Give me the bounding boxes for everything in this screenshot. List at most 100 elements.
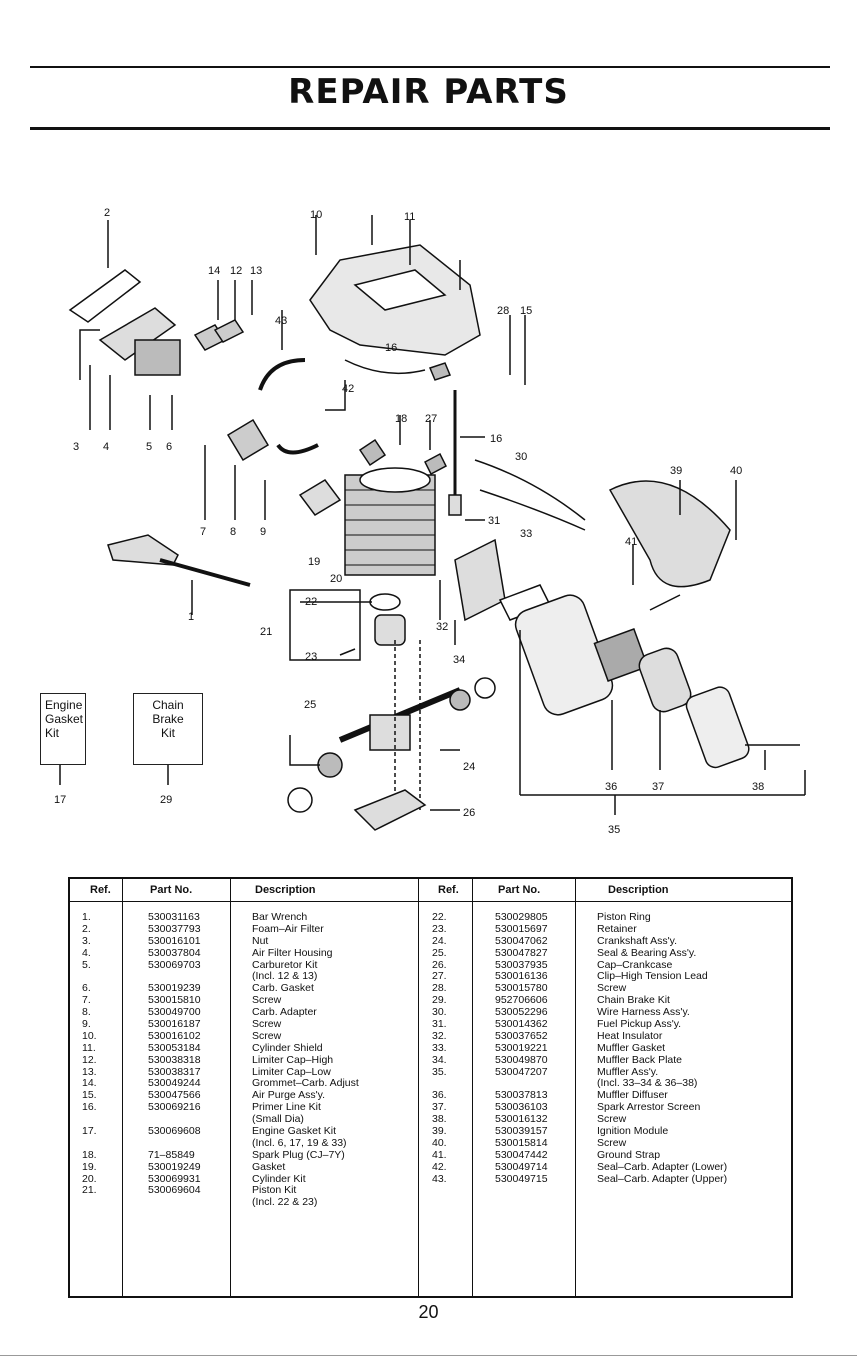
- table-cell-part: 530016102: [148, 1029, 201, 1042]
- callout-label: 16: [385, 342, 397, 354]
- callout-label: 12: [230, 265, 242, 277]
- parts-table: Ref. Part No. Description Ref. Part No. …: [68, 877, 793, 1298]
- table-cell-ref: 1.: [82, 911, 91, 923]
- table-cell-part: 530049870: [495, 1053, 548, 1066]
- right-ref-column: 22.23.24.25.26.27.28.29.30.31.32.33.34.3…: [432, 911, 447, 1185]
- callout-label: 7: [200, 526, 206, 538]
- table-cell-part: 530016101: [148, 934, 201, 947]
- table-cell-part: 530015814: [495, 1136, 548, 1149]
- table-cell-ref: 19.: [82, 1160, 97, 1173]
- bottom-rule: [0, 1355, 857, 1356]
- exploded-parts-diagram: 2 10 11 14 12 13 43 28 15 16 42 18 27 16…: [0, 190, 857, 850]
- table-cell-part: 530037793: [148, 922, 201, 935]
- chain-brake-kit-box: Chain Brake Kit: [133, 693, 203, 765]
- table-cell-part: 530047442: [495, 1148, 548, 1161]
- part-number-header: Part No.: [150, 884, 193, 896]
- table-cell-part: 530047827: [495, 946, 548, 959]
- table-cell-ref: 14.: [82, 1077, 97, 1090]
- callout-label: 18: [395, 413, 407, 425]
- table-cell-desc: Cylinder Kit: [252, 1172, 306, 1185]
- table-cell-ref: 5.: [82, 958, 91, 971]
- top-rule-1: [30, 66, 830, 68]
- table-cell-ref: 42.: [432, 1160, 447, 1173]
- table-cell-ref: 7.: [82, 994, 91, 1007]
- table-cell-part: 530037813: [495, 1089, 548, 1102]
- table-cell-ref: 2.: [82, 922, 91, 935]
- table-cell-desc: Fuel Pickup Ass'y.: [597, 1018, 682, 1031]
- callout-label: 40: [730, 465, 742, 477]
- description-header: Description: [608, 884, 669, 896]
- table-cell-part: 530047062: [495, 934, 548, 947]
- table-cell-part: 530015697: [495, 922, 548, 935]
- callout-label: 8: [230, 526, 236, 538]
- table-cell-ref: 15.: [82, 1089, 97, 1102]
- table-cell-part: 530039157: [495, 1125, 548, 1138]
- table-cell-desc: Engine Gasket Kit: [252, 1125, 337, 1138]
- table-cell-part: 530019249: [148, 1160, 201, 1173]
- table-cell-ref: 33.: [432, 1041, 447, 1054]
- table-cell-desc: Carb. Gasket: [252, 982, 314, 995]
- table-cell-ref: 28.: [432, 982, 447, 995]
- table-cell-part: 530037804: [148, 946, 201, 959]
- table-cell-desc: Seal–Carb. Adapter (Upper): [597, 1172, 728, 1185]
- table-cell-ref: 12.: [82, 1053, 97, 1066]
- callout-label: 23: [305, 651, 317, 663]
- table-cell-desc: Limiter Cap–Low: [252, 1065, 331, 1078]
- table-cell-part: 71–85849: [148, 1148, 195, 1161]
- callout-label: 42: [342, 383, 354, 395]
- table-cell-part: 530019221: [495, 1041, 548, 1054]
- table-cell-ref: 10.: [82, 1029, 97, 1042]
- table-cell-desc: Screw: [252, 1018, 282, 1031]
- callout-label: 38: [752, 781, 764, 793]
- callout-label: 11: [404, 211, 415, 223]
- table-cell-desc: (Incl. 22 & 23): [252, 1196, 318, 1209]
- table-cell-ref: 18.: [82, 1148, 97, 1161]
- table-cell-desc: Cap–Crankcase: [597, 958, 673, 971]
- table-cell-part: 530016132: [495, 1113, 548, 1126]
- kit-label-line: Chain: [152, 698, 184, 712]
- table-cell-part: 530047566: [148, 1089, 201, 1102]
- callout-label: 17: [54, 794, 66, 806]
- table-cell-desc: Muffler Gasket: [597, 1041, 666, 1054]
- table-cell-desc: Air Filter Housing: [252, 946, 333, 959]
- table-cell-desc: Grommet–Carb. Adjust: [252, 1077, 359, 1090]
- callout-label: 3: [73, 441, 79, 453]
- callout-label: 41: [625, 536, 637, 548]
- callout-label: 14: [208, 265, 220, 277]
- table-cell-desc: (Incl. 12 & 13): [252, 970, 318, 983]
- table-cell-part: 530014362: [495, 1018, 548, 1031]
- table-cell-ref: 36.: [432, 1089, 447, 1102]
- table-cell-part: 530069931: [148, 1172, 201, 1185]
- table-cell-desc: Chain Brake Kit: [597, 994, 670, 1007]
- table-cell-ref: 21.: [82, 1184, 97, 1197]
- table-cell-desc: Nut: [252, 934, 269, 947]
- table-cell-part: 530049700: [148, 1006, 201, 1019]
- callout-label: 10: [310, 209, 322, 221]
- table-cell-ref: [82, 1197, 97, 1209]
- table-cell-part: 530049715: [495, 1172, 548, 1185]
- left-ref-column: 1.2.3.4.5.6.7.8.9.10.11.12.13.14.15.16.1…: [82, 911, 97, 1209]
- table-cell-ref: 27.: [432, 970, 447, 983]
- kit-label-line: Gasket: [45, 712, 84, 726]
- callout-label: 39: [670, 465, 682, 477]
- table-cell-desc: Clip–High Tension Lead: [597, 970, 708, 983]
- kit-label-line: Kit: [45, 726, 60, 740]
- table-cell-desc: Screw: [597, 982, 627, 995]
- table-cell-part: 530069216: [148, 1101, 201, 1114]
- table-cell-part: 530053184: [148, 1041, 201, 1054]
- table-cell-ref: 26.: [432, 958, 447, 971]
- table-cell-desc: Carb. Adapter: [252, 1006, 317, 1019]
- table-cell-ref: 30.: [432, 1006, 447, 1019]
- table-cell-desc: Gasket: [252, 1160, 286, 1173]
- table-cell-part: 530069608: [148, 1125, 201, 1138]
- table-cell-ref: 32.: [432, 1029, 447, 1042]
- table-cell-part: 530069703: [148, 958, 201, 971]
- header-divider: [70, 901, 791, 902]
- callout-label: 29: [160, 794, 172, 806]
- table-cell-desc: Retainer: [597, 922, 637, 935]
- table-cell-part: 530036103: [495, 1101, 548, 1114]
- callout-label: 34: [453, 654, 465, 666]
- table-cell-desc: Screw: [597, 1113, 627, 1126]
- table-cell-desc: Air Purge Ass'y.: [252, 1089, 326, 1102]
